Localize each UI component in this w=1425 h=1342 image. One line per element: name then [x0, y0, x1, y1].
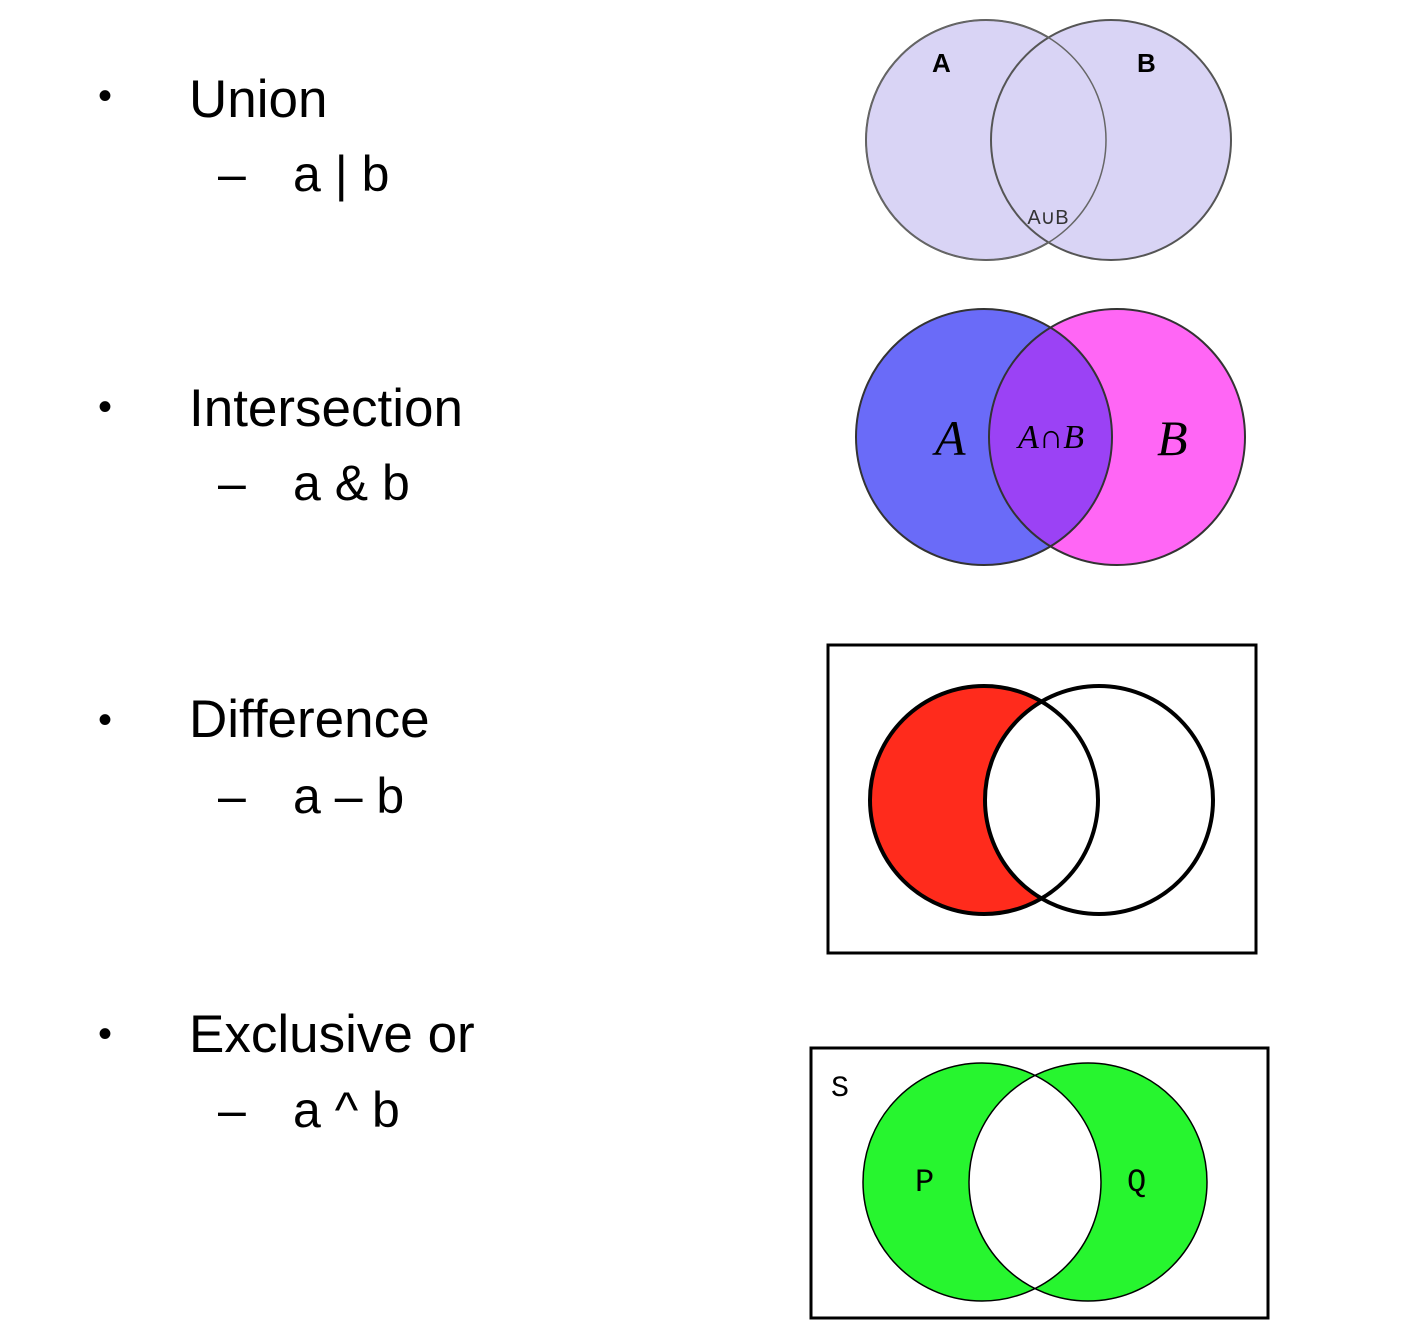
- intersection-heading: Intersection: [189, 379, 463, 438]
- bullet: •: [98, 1012, 113, 1056]
- difference-heading: Difference: [189, 690, 430, 749]
- set-a-label: A: [932, 48, 951, 78]
- xor-operator: a ^ b: [293, 1082, 400, 1138]
- difference-operator: a – b: [293, 768, 405, 824]
- intersection-venn-diagram: A B A∩B: [855, 308, 1246, 566]
- dash: –: [218, 768, 246, 824]
- set-b-circle: [990, 19, 1232, 261]
- dash: –: [218, 146, 246, 202]
- set-a-outline: [868, 684, 1100, 916]
- set-b-outline: [988, 308, 1246, 566]
- dash: –: [218, 455, 246, 511]
- overlap-region: [989, 309, 1112, 565]
- set-p-label: P: [915, 1164, 934, 1201]
- set-q-label: Q: [1127, 1164, 1146, 1201]
- union-heading: Union: [189, 70, 328, 129]
- set-q-outline: [968, 1062, 1208, 1302]
- set-b-label: B: [1137, 48, 1156, 78]
- union-operator: a | b: [293, 146, 390, 202]
- dash: –: [218, 1082, 246, 1138]
- xor-venn-diagram: S P Q: [809, 1046, 1270, 1320]
- universe-label: S: [831, 1072, 849, 1106]
- union-region-label: A∪B: [1027, 207, 1068, 229]
- difference-venn-diagram: [826, 643, 1258, 955]
- xor-heading: Exclusive or: [189, 1005, 475, 1064]
- bullet: •: [98, 385, 113, 429]
- overlap-region: [969, 1063, 1101, 1301]
- set-a-outline: [855, 308, 1113, 566]
- bullet: •: [98, 74, 113, 118]
- set-b-label: B: [1157, 410, 1188, 466]
- set-a-label: A: [932, 410, 966, 466]
- set-p-outline: [862, 1062, 1102, 1302]
- intersection-region-label: A∩B: [1016, 419, 1084, 456]
- set-a-outline: [865, 19, 1107, 261]
- union-venn-diagram: A B A∪B: [865, 19, 1232, 261]
- intersection-operator: a & b: [293, 455, 410, 511]
- bullet: •: [98, 698, 113, 742]
- set-b-outline: [983, 684, 1215, 916]
